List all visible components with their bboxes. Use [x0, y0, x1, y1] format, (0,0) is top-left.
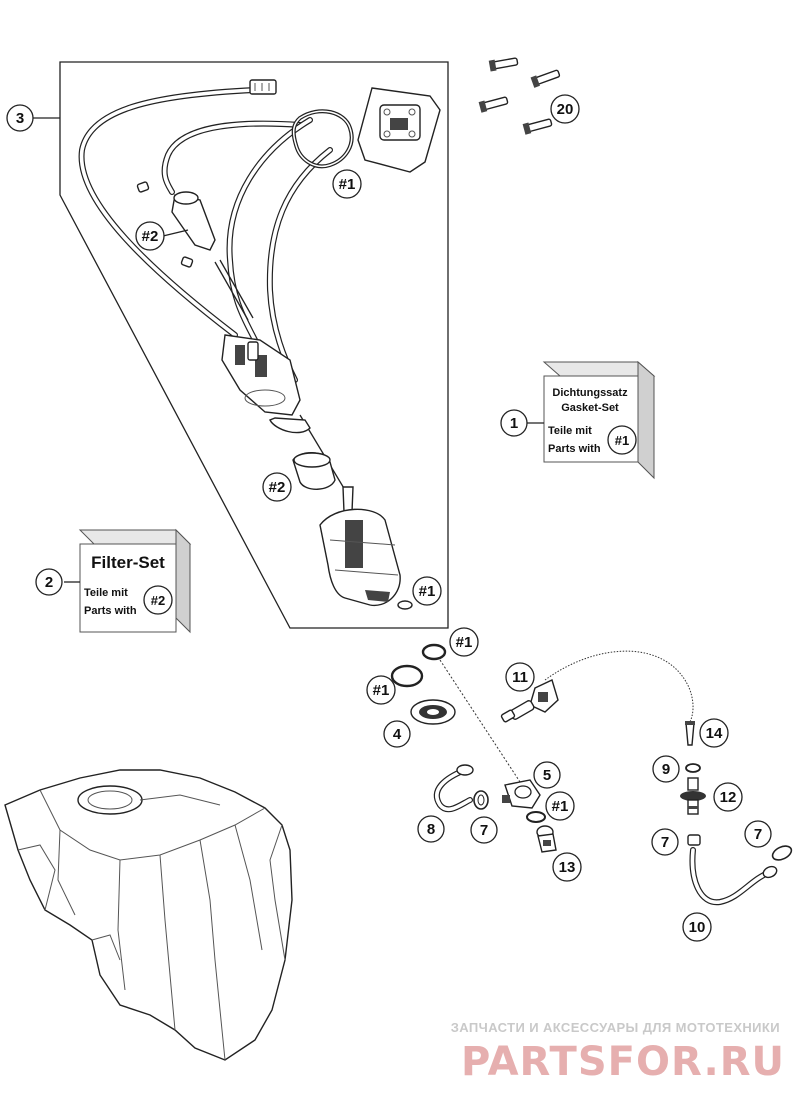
gasket-set-box: Dichtungssatz Gasket-Set Teile mit Parts…	[542, 360, 656, 480]
svg-text:#1: #1	[339, 176, 356, 193]
svg-text:#2: #2	[142, 228, 159, 245]
inline-fuel-filter	[136, 181, 216, 268]
fuel-pump-group-outline	[59, 61, 449, 629]
filter-set-ref: #2	[151, 593, 165, 608]
callout-12: 12	[713, 782, 743, 812]
callout-3: 3	[6, 104, 34, 132]
callout-9: 9	[652, 755, 680, 783]
elbow-hose-item-8	[433, 764, 474, 813]
clamp-item-7-far-right	[771, 845, 793, 861]
callout-ref-1-oring-top: #1	[449, 627, 479, 657]
gasket-set-ref: #1	[615, 433, 629, 448]
svg-text:11: 11	[512, 669, 528, 686]
callout-5: 5	[533, 761, 561, 789]
fuel-tank-illustration	[4, 769, 293, 1061]
pump-filter-ring	[292, 452, 336, 490]
clamp-item-7-center	[473, 790, 489, 810]
filter-set-box: Filter-Set Teile mit Parts with #2	[78, 528, 192, 634]
callout-7-right: 7	[651, 828, 679, 856]
callout-ref-1-adapter: #1	[545, 791, 575, 821]
callout-ref-2-ring: #2	[262, 472, 292, 502]
svg-text:7: 7	[754, 826, 762, 843]
pump-flange-cover	[357, 87, 441, 173]
svg-text:#1: #1	[456, 634, 473, 651]
svg-text:12: 12	[720, 789, 737, 806]
svg-text:4: 4	[393, 726, 402, 743]
watermark-brand: PARTSFOR.RU	[461, 1039, 785, 1085]
gasket-item-4	[410, 699, 456, 725]
callout-14: 14	[699, 718, 729, 748]
svg-text:10: 10	[689, 919, 706, 936]
callout-20: 20	[550, 94, 580, 124]
gasket-set-line-1: Dichtungssatz	[552, 387, 628, 399]
gasket-set-line-2: Gasket-Set	[561, 402, 619, 414]
svg-text:5: 5	[543, 767, 551, 784]
callout-8: 8	[417, 815, 445, 843]
clamp-item-7-right-small	[687, 834, 701, 846]
callout-2: 2	[35, 568, 63, 596]
o-rings-lower	[390, 643, 447, 688]
connector-item-5	[502, 779, 541, 809]
svg-text:#1: #1	[552, 798, 569, 815]
svg-text:9: 9	[662, 761, 670, 778]
gasket-set-line-3: Teile mit	[548, 425, 592, 437]
fitting-item-12	[680, 777, 706, 815]
svg-text:7: 7	[480, 822, 488, 839]
svg-text:20: 20	[557, 101, 574, 118]
watermark-tagline: ЗАПЧАСТИ И АКСЕССУАРЫ ДЛЯ МОТОТЕХНИКИ	[451, 1020, 780, 1035]
callout-7-center: 7	[470, 816, 498, 844]
callout-ref-1-pump: #1	[412, 576, 442, 606]
svg-text:#1: #1	[419, 583, 436, 600]
flange-gasket	[291, 109, 354, 169]
svg-text:13: 13	[559, 859, 576, 876]
screws-item-20	[478, 57, 561, 135]
svg-text:1: 1	[510, 415, 518, 432]
svg-text:#2: #2	[269, 479, 286, 496]
svg-text:14: 14	[706, 725, 723, 742]
alignment-line	[439, 659, 523, 786]
callout-13: 13	[552, 852, 582, 882]
svg-text:8: 8	[427, 821, 435, 838]
svg-text:3: 3	[16, 110, 24, 127]
o-ring-near-13	[526, 811, 546, 823]
callout-10: 10	[682, 912, 712, 942]
gasket-set-line-4: Parts with	[548, 443, 601, 455]
callout-ref-1-oring-left: #1	[366, 675, 396, 705]
callout-ref-1-flange: #1	[332, 169, 362, 199]
callout-11: 11	[505, 662, 535, 692]
filter-set-line-1: Teile mit	[84, 587, 128, 599]
callout-1: 1	[500, 409, 528, 437]
fuel-line-item-11	[500, 650, 694, 723]
filter-set-title: Filter-Set	[91, 553, 165, 572]
pin-item-14	[685, 721, 695, 746]
svg-text:2: 2	[45, 574, 53, 591]
o-ring-item-9	[685, 763, 701, 773]
svg-text:7: 7	[661, 834, 669, 851]
adapter-item-13	[536, 825, 557, 853]
callout-7-far-right: 7	[744, 820, 772, 848]
callout-4: 4	[383, 720, 411, 748]
svg-text:#1: #1	[373, 682, 390, 699]
wiring-connector	[249, 79, 277, 95]
leader-lines	[33, 117, 544, 583]
fuel-pump-head	[221, 334, 311, 434]
hose-item-10	[689, 847, 778, 906]
callout-ref-2-filter: #2	[135, 221, 165, 251]
fuel-pump-body	[319, 486, 413, 610]
filter-set-line-2: Parts with	[84, 605, 137, 617]
